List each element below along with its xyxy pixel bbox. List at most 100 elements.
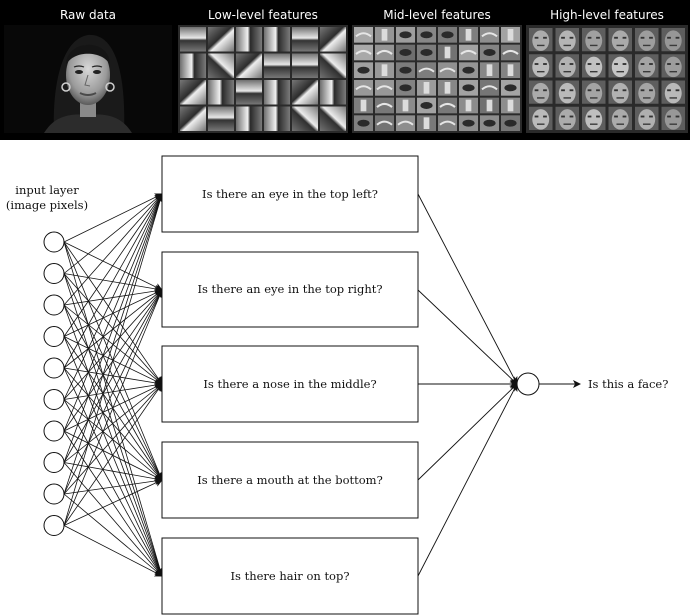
face-eye-left xyxy=(614,63,618,65)
part-bar-shape xyxy=(465,29,472,41)
part-eye-shape xyxy=(483,119,496,127)
face-oval xyxy=(532,82,550,104)
part-bar-shape xyxy=(360,99,367,112)
face-mouth xyxy=(563,70,572,73)
part-curve-shape xyxy=(460,49,477,55)
input-edge xyxy=(63,525,163,577)
part-curve-shape xyxy=(439,120,456,126)
part-curve-shape xyxy=(355,49,372,55)
part-curve-shape xyxy=(376,120,393,126)
part-eye-shape xyxy=(420,49,433,56)
input-edge xyxy=(63,193,163,337)
face-oval xyxy=(532,30,550,51)
face-eye-left xyxy=(640,115,645,118)
input-edge xyxy=(63,193,163,243)
face-eye-left xyxy=(667,89,671,92)
face-eye-left xyxy=(534,36,539,39)
face-mouth xyxy=(589,70,598,73)
panel-title-raw: Raw data xyxy=(59,8,117,22)
face-eye-right xyxy=(569,36,574,39)
input-edge xyxy=(63,479,163,526)
part-curve-shape xyxy=(397,120,414,126)
face-eye-right xyxy=(569,63,574,65)
edge-filter-tile xyxy=(320,106,346,131)
input-edge xyxy=(63,289,164,526)
part-bar-shape xyxy=(465,99,472,112)
output-edge xyxy=(417,383,518,577)
input-edge xyxy=(63,289,163,463)
face-eye-right xyxy=(675,36,680,39)
part-bar-shape xyxy=(423,117,430,129)
face-eye-left xyxy=(534,63,539,65)
part-curve-shape xyxy=(355,32,372,38)
part-curve-shape xyxy=(376,85,393,91)
input-edge xyxy=(63,367,163,577)
question-box-eye-left: Is there an eye in the top left? xyxy=(161,155,419,233)
face-oval xyxy=(611,109,629,130)
question-hair: Is there hair on top? xyxy=(230,569,349,583)
output-connections xyxy=(417,193,518,577)
face-oval xyxy=(664,56,682,78)
face-mouth xyxy=(669,123,678,125)
face-eye-left xyxy=(640,36,645,39)
question-box-eye-right: Is there an eye in the top right? xyxy=(161,251,419,328)
edge-filter-tile xyxy=(320,27,346,52)
face-eye-right xyxy=(543,115,547,118)
part-curve-shape xyxy=(481,32,498,38)
face-eye-right xyxy=(622,63,627,65)
face-mouth xyxy=(616,97,625,99)
face-oval xyxy=(585,56,603,78)
part-eye-shape xyxy=(399,31,412,39)
face-mouth xyxy=(642,70,651,73)
face-eye-left xyxy=(587,36,592,39)
part-filter-tile xyxy=(375,44,394,61)
input-edge xyxy=(63,289,163,495)
face-eye-right xyxy=(675,63,680,65)
face-eye-right xyxy=(543,36,547,39)
part-filter-tile xyxy=(417,62,436,78)
part-curve-shape xyxy=(418,67,435,73)
edge-filter-tile xyxy=(236,53,262,78)
face-eye-right xyxy=(675,115,680,118)
face-eye-right xyxy=(543,63,547,65)
part-curve-shape xyxy=(439,102,456,108)
part-eye-shape xyxy=(357,66,370,74)
face-eye-right xyxy=(596,36,600,39)
part-filter-tile xyxy=(438,115,457,131)
edge-filter-tile xyxy=(320,53,346,78)
part-eye-shape xyxy=(441,31,454,39)
output-label: Is this a face? xyxy=(588,377,668,391)
face-oval xyxy=(664,109,682,130)
part-bar-shape xyxy=(402,99,409,112)
input-node xyxy=(43,389,65,410)
part-bar-shape xyxy=(507,99,514,112)
part-curve-shape xyxy=(481,85,498,91)
input-edge xyxy=(63,383,163,463)
input-edge xyxy=(63,430,163,577)
part-filter-tile xyxy=(354,44,373,61)
input-edge xyxy=(63,241,164,577)
face-oval xyxy=(638,82,656,104)
input-edge xyxy=(63,493,163,577)
edge-filter-tile xyxy=(264,106,290,131)
face-oval xyxy=(558,56,576,78)
face-mouth xyxy=(642,44,651,47)
part-eye-shape xyxy=(399,49,412,56)
part-bar-shape xyxy=(423,82,430,94)
face-eye-left xyxy=(587,89,592,92)
face-oval xyxy=(558,30,576,51)
input-layer-sublabel: (image pixels) xyxy=(6,198,88,212)
face-eye-right xyxy=(649,115,653,118)
face-oval xyxy=(638,30,656,51)
input-edge xyxy=(63,462,163,577)
question-nose: Is there a nose in the middle? xyxy=(203,377,376,391)
part-eye-shape xyxy=(357,119,370,127)
face-mouth xyxy=(589,44,598,47)
input-node xyxy=(43,231,65,253)
input-edge xyxy=(63,193,164,432)
edge-filter-tile xyxy=(180,106,206,131)
face-eye-left xyxy=(667,63,671,65)
edge-filter-tile xyxy=(180,53,206,78)
part-bar-shape xyxy=(381,29,388,41)
face-oval xyxy=(611,82,629,104)
